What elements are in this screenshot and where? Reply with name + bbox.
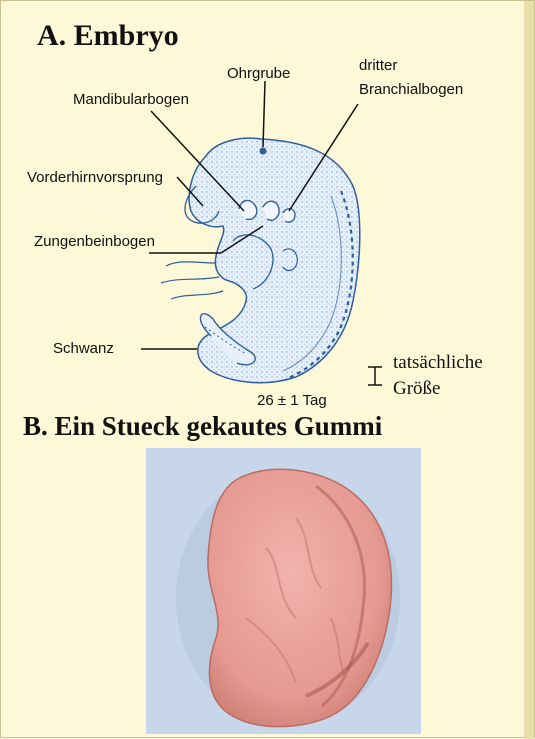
limb-buds — [161, 262, 223, 299]
section-b-title: B. Ein Stueck gekautes Gummi — [23, 411, 382, 442]
label-dritter-line2: Branchialbogen — [359, 81, 463, 99]
label-ohrgrube: Ohrgrube — [227, 65, 290, 83]
label-size-line1: tatsächliche — [393, 351, 483, 375]
label-vorderhirnvorsprung: Vorderhirnvorsprung — [27, 169, 163, 187]
label-zungenbeinbogen: Zungenbeinbogen — [34, 233, 155, 251]
label-dritter-line1: dritter — [359, 57, 397, 75]
label-size-line2: Größe — [393, 377, 440, 401]
otic-pit — [260, 148, 267, 155]
scale-bar — [368, 367, 382, 385]
chewed-gum-illustration — [146, 448, 421, 734]
chewed-gum-photo — [146, 448, 421, 734]
label-age: 26 ± 1 Tag — [257, 392, 327, 410]
label-mandibularbogen: Mandibularbogen — [73, 91, 189, 109]
label-schwanz: Schwanz — [53, 340, 114, 358]
